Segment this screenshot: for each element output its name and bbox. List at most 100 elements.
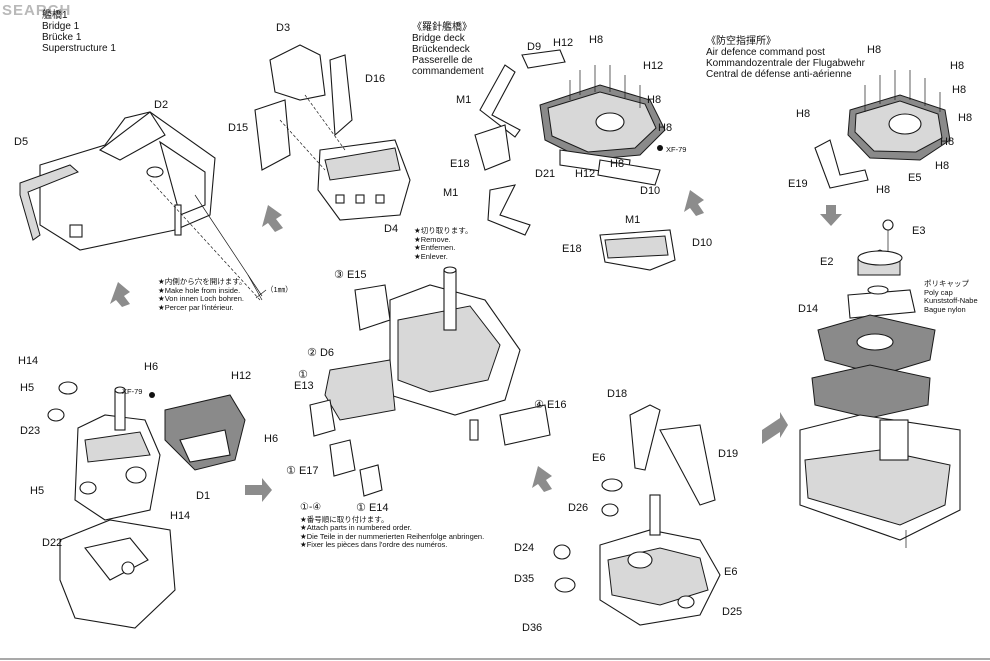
label-h8-ad-right1: H8	[950, 60, 965, 72]
label-h12-right: H12	[643, 60, 664, 72]
assembly-tower-stack	[799, 219, 961, 548]
step-1-badge-c: ①	[356, 502, 366, 514]
flow-arrow-6	[762, 412, 788, 444]
note-order-range: ①-④	[300, 502, 322, 513]
label-h12-bottom: H12	[575, 168, 596, 180]
label-e19: E19	[788, 178, 808, 190]
note-order-fr: ★Fixer les pièces dans l'ordre des numér…	[300, 540, 448, 549]
air-defence-fr: Central de défense anti-aérienne	[706, 69, 852, 80]
assembly-air-defence	[814, 70, 951, 189]
label-e16-text: E16	[546, 399, 567, 411]
label-d14: D14	[798, 303, 819, 315]
label-h5-bottom: H5	[30, 485, 45, 497]
step-3-badge: ③	[334, 269, 344, 281]
watermark-text: SEARCH	[2, 2, 72, 19]
note-remove-jp: ★切り取ります。	[414, 226, 473, 235]
flow-arrow-5	[684, 190, 704, 216]
label-h8-ad-right5: H8	[935, 160, 950, 172]
label-d5: D5	[14, 136, 29, 148]
label-d35: D35	[514, 573, 535, 585]
label-e14: ① E14	[356, 501, 389, 514]
label-d26: D26	[568, 502, 589, 514]
note-polycap-en: Poly cap	[924, 287, 953, 297]
note-make-hole-jp: ★内側から穴を開けます。	[158, 277, 247, 286]
label-m1-bottom: M1	[625, 214, 641, 226]
label-h6-right: H6	[264, 433, 279, 445]
note-remove: ★切り取ります。 ★Remove. ★Entfernen. ★Enlever.	[414, 226, 473, 261]
note-order-jp: ★番号順に取り付けます。	[300, 514, 389, 524]
bridge-deck-fr2: commandement	[412, 66, 484, 77]
label-e13: E13	[294, 380, 314, 392]
label-e2: E2	[820, 256, 834, 268]
bridge-deck-en: Bridge deck	[412, 33, 465, 44]
label-h6-top: H6	[144, 361, 159, 373]
assembly-numbered-parts	[309, 266, 551, 497]
label-h8-ad-right4: H8	[940, 136, 955, 148]
note-make-hole-en: ★Make hole from inside.	[158, 285, 241, 295]
label-d24: D24	[514, 542, 535, 554]
label-d6-text: D6	[319, 347, 334, 359]
air-defence-de: Kommandozentrale der Flugabwehr	[706, 58, 865, 69]
label-e17-text: E17	[298, 465, 319, 477]
label-d23: D23	[20, 425, 41, 437]
bridge1-header: 艦橋1 Bridge 1 Brücke 1 Superstructure 1	[42, 10, 116, 54]
step-4-badge: ④	[534, 399, 544, 411]
label-d10-bottom: D10	[692, 237, 713, 249]
label-d4: D4	[384, 223, 399, 235]
watermark: SEARCH	[2, 2, 71, 19]
step-1-badge-a: ①	[298, 369, 308, 381]
paint-code-d1: XF-79	[122, 387, 143, 396]
label-h8-ad-right2: H8	[952, 84, 967, 96]
note-order-en: ★Attach parts in numbered order.	[300, 523, 412, 532]
paint-code-bridge: XF-79	[666, 145, 687, 154]
assembly-d2-deck	[19, 111, 267, 301]
flow-arrow-7	[820, 205, 842, 226]
flow-arrow-1	[262, 205, 283, 232]
bridge-deck-de: Brückendeck	[412, 44, 470, 55]
bridge1-jp: 艦橋1	[42, 10, 68, 21]
flow-arrow-4	[532, 466, 552, 492]
label-d10-top: D10	[640, 185, 661, 197]
drill-bit-icon	[247, 274, 263, 301]
label-d6: ② D6	[307, 346, 334, 359]
note-make-hole-fr: ★Percer par l'intérieur.	[158, 302, 234, 312]
note-polycap-jp: ポリキャップ	[924, 279, 969, 288]
bridge-deck-header: 《羅針艦橋》 Bridge deck Brückendeck Passerell…	[412, 22, 484, 77]
air-defence-en: Air defence command post	[706, 47, 825, 58]
label-h8-ad-bottom: H8	[876, 184, 891, 196]
note-order: ①-④ ★番号順に取り付けます。 ★Attach parts in number…	[300, 502, 485, 550]
label-e6-right: E6	[724, 566, 738, 578]
step-1-badge-b: ①	[286, 465, 296, 477]
note-make-hole: ★内側から穴を開けます。 ★Make hole from inside. ★Vo…	[158, 277, 247, 312]
bridge1-de: Brücke 1	[42, 32, 82, 43]
label-e18-top: E18	[450, 158, 470, 170]
note-remove-fr: ★Enlever.	[414, 251, 448, 261]
label-h14-bottom: H14	[170, 510, 191, 522]
label-h8-ad-top: H8	[867, 44, 882, 56]
label-d15: D15	[228, 122, 249, 134]
label-h8-top: H8	[589, 34, 604, 46]
assembly-bridge-deck	[474, 49, 676, 271]
label-m1-mid: M1	[443, 187, 459, 199]
label-d36: D36	[522, 622, 543, 634]
label-h14-top: H14	[18, 355, 39, 367]
label-e5: E5	[908, 172, 922, 184]
note-polycap-de: Kunststoff-Nabe	[924, 296, 978, 305]
label-d3: D3	[276, 22, 291, 34]
label-h8-bottom: H8	[610, 158, 625, 170]
drill-size: （1㎜）	[266, 285, 293, 294]
label-h12-top: H12	[553, 37, 574, 49]
label-d19: D19	[718, 448, 739, 460]
assembly-mast-d18	[553, 404, 721, 626]
note-order-de: ★Die Teile in der nummerierten Reihenfol…	[300, 531, 485, 541]
label-h8-ad-right3: H8	[958, 112, 973, 124]
label-d1: D1	[196, 490, 211, 502]
label-d21: D21	[535, 168, 556, 180]
bridge1-en: Bridge 1	[42, 21, 80, 32]
label-d16: D16	[365, 73, 386, 85]
label-d9: D9	[527, 41, 542, 53]
label-e15: ③ E15	[334, 268, 367, 281]
label-e18-bottom: E18	[562, 243, 582, 255]
label-d25: D25	[722, 606, 743, 618]
